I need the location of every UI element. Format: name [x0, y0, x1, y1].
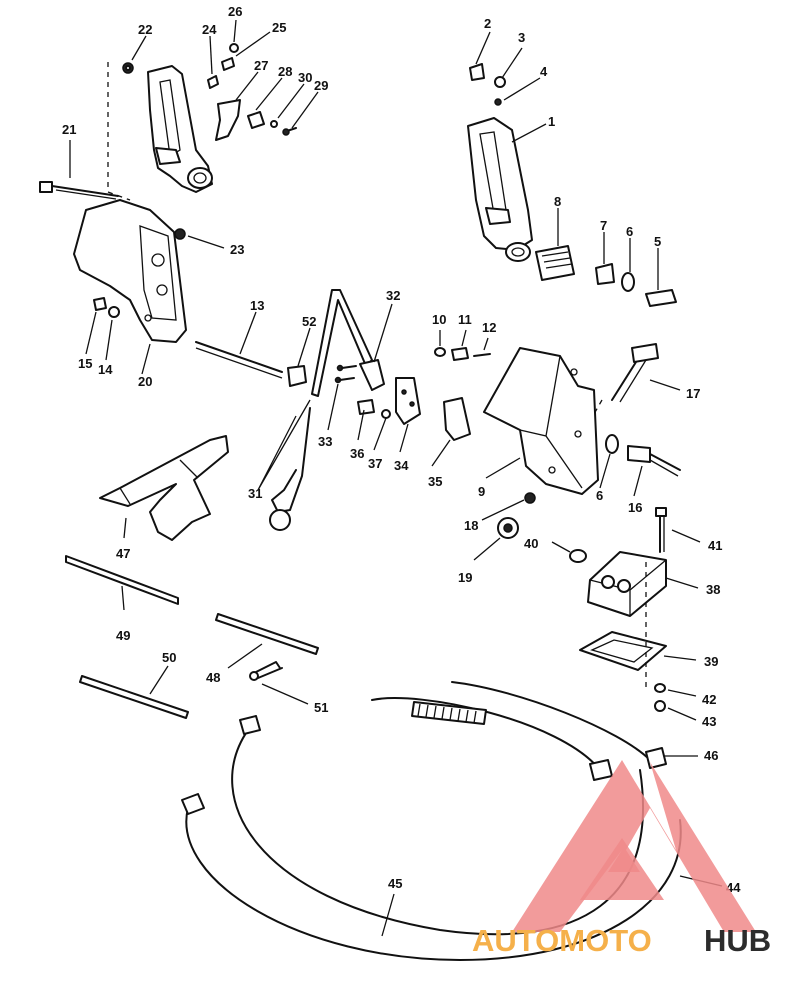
rods-and-pins [65, 555, 319, 719]
strap-47 [99, 435, 229, 541]
callout-16: 16 [628, 500, 642, 515]
callout-4: 4 [540, 64, 548, 79]
callout-9: 9 [478, 484, 485, 499]
callout-35: 35 [428, 474, 442, 489]
callout-6-lower: 6 [596, 488, 603, 503]
transom-bracket-9 [483, 343, 681, 539]
callout-10: 10 [432, 312, 446, 327]
callout-24: 24 [202, 22, 217, 37]
callout-20: 20 [138, 374, 152, 389]
callout-39: 39 [704, 654, 718, 669]
callout-50: 50 [162, 650, 176, 665]
callout-12: 12 [482, 320, 496, 335]
callout-17: 17 [686, 386, 700, 401]
callout-47: 47 [116, 546, 130, 561]
callout-15: 15 [78, 356, 92, 371]
transom-bracket-20 [39, 62, 187, 343]
callout-41: 41 [708, 538, 722, 553]
watermark-text-hub: HUB [704, 923, 771, 958]
callout-22: 22 [138, 22, 152, 37]
callout-51: 51 [314, 700, 328, 715]
callout-38: 38 [706, 582, 720, 597]
callout-52: 52 [302, 314, 316, 329]
callout-25: 25 [272, 20, 286, 35]
watermark-triangle-inner [580, 838, 664, 900]
callout-23: 23 [230, 242, 244, 257]
callout-7: 7 [600, 218, 607, 233]
fasteners-10-11-12 [434, 347, 491, 361]
callout-31: 31 [248, 486, 262, 501]
watermark-text-automoto: AUTOMOTO [472, 923, 652, 958]
callout-46: 46 [704, 748, 718, 763]
watermark-triangle-outer [512, 760, 756, 932]
callout-5: 5 [654, 234, 661, 249]
callout-21: 21 [62, 122, 76, 137]
callout-8: 8 [554, 194, 561, 209]
callout-32: 32 [386, 288, 400, 303]
callout-30: 30 [298, 70, 312, 85]
callout-28: 28 [278, 64, 292, 79]
callout-29: 29 [314, 78, 328, 93]
upper-right-mount-assembly [467, 63, 677, 307]
callout-33: 33 [318, 434, 332, 449]
shift-rod-assembly [269, 289, 471, 531]
callout-27: 27 [254, 58, 268, 73]
callout-labels: 2 3 4 1 8 7 6 5 10 11 12 13 52 32 33 36 … [62, 4, 741, 895]
callout-3: 3 [518, 30, 525, 45]
callout-1: 1 [548, 114, 555, 129]
callout-49: 49 [116, 628, 130, 643]
callout-6-upper: 6 [626, 224, 633, 239]
callout-34: 34 [394, 458, 409, 473]
automotohub-watermark: AUTOMOTO HUB [472, 760, 771, 958]
callout-42: 42 [702, 692, 716, 707]
callout-11: 11 [458, 312, 472, 327]
callout-37: 37 [368, 456, 382, 471]
callout-26: 26 [228, 4, 242, 19]
callout-2: 2 [484, 16, 491, 31]
callout-48: 48 [206, 670, 220, 685]
callout-13: 13 [250, 298, 264, 313]
mount-block-38 [569, 507, 667, 712]
stud-13-and-spacer-52 [195, 341, 307, 387]
callout-18: 18 [464, 518, 478, 533]
callout-14: 14 [98, 362, 113, 377]
callout-40: 40 [524, 536, 538, 551]
leader-lines [69, 19, 723, 937]
callout-43: 43 [702, 714, 716, 729]
callout-19: 19 [458, 570, 472, 585]
callout-45: 45 [388, 876, 402, 891]
callout-36: 36 [350, 446, 364, 461]
upper-left-mount-assembly [122, 43, 297, 193]
